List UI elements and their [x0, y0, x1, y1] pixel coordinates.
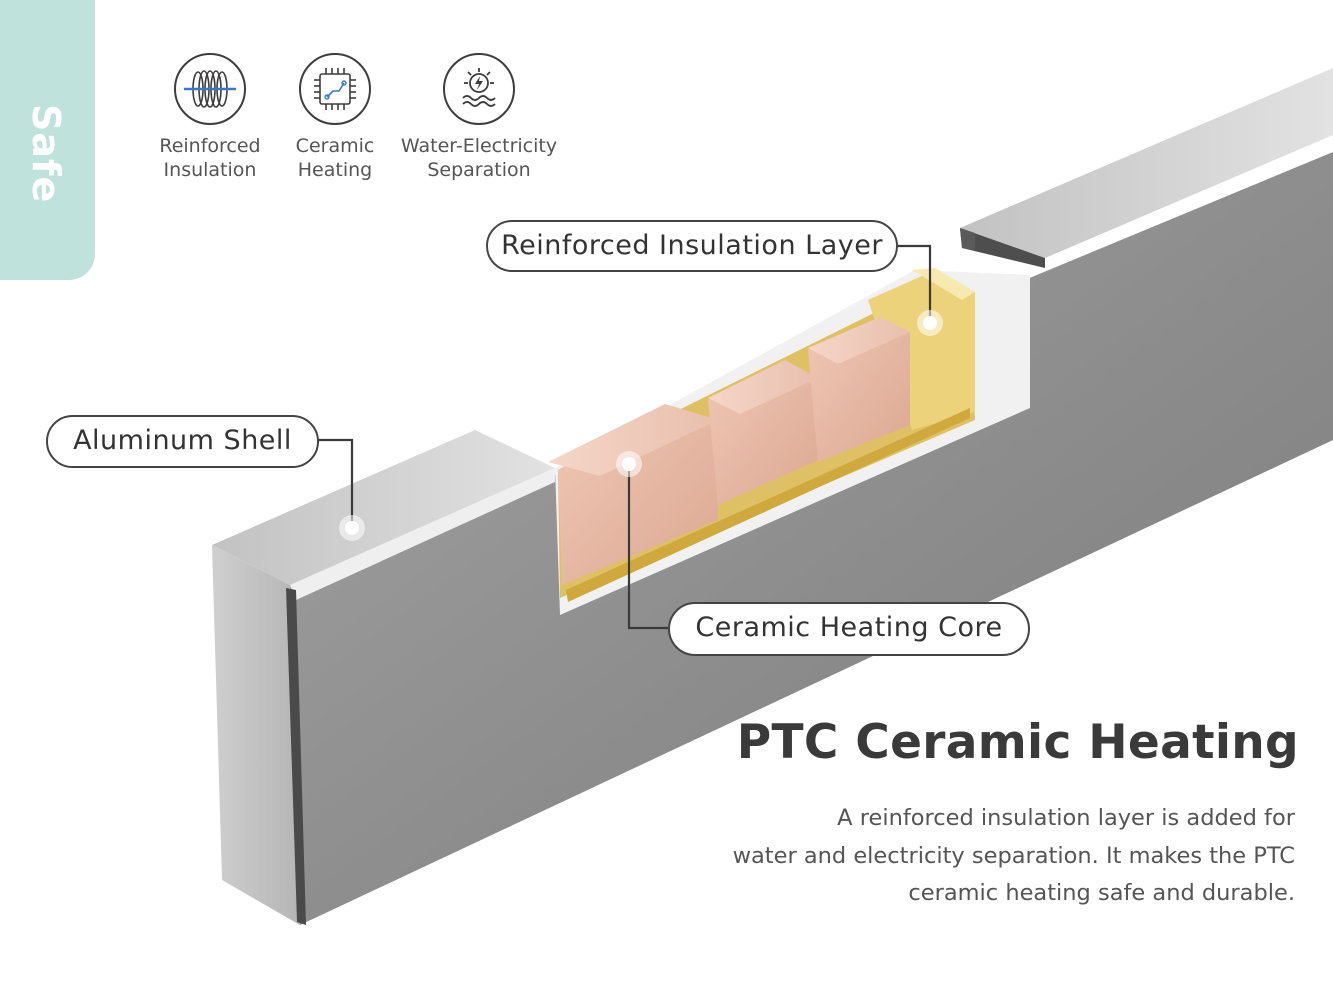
description: A reinforced insulation layer is added f…	[695, 800, 1295, 913]
chip-icon	[299, 53, 371, 125]
feature-water-electricity-separation: Water-Electricity Separation	[396, 53, 562, 182]
feature-label-line2: Separation	[427, 159, 531, 181]
headline: PTC Ceramic Heating	[736, 715, 1299, 770]
callout-insulation-layer: Reinforced Insulation Layer	[486, 220, 898, 272]
marker-shell	[339, 515, 365, 541]
feature-label-line2: Insulation	[163, 159, 257, 181]
description-line2: water and electricity separation. It mak…	[732, 842, 1295, 869]
feature-label-line1: Reinforced	[159, 135, 261, 157]
feature-label-line1: Ceramic	[295, 135, 375, 157]
side-tab-label: Safe	[24, 104, 68, 204]
side-tab: Safe	[0, 0, 95, 280]
feature-label-line1: Water-Electricity	[400, 135, 558, 157]
marker-insulation	[917, 310, 943, 336]
feature-reinforced-insulation: Reinforced Insulation	[150, 53, 270, 182]
aluminum-shell	[212, 68, 1333, 925]
marker-core	[616, 451, 642, 477]
water-bolt-icon	[443, 53, 515, 125]
callout-aluminum-shell: Aluminum Shell	[46, 415, 319, 468]
description-line1: A reinforced insulation layer is added f…	[837, 805, 1295, 831]
feature-label-line2: Heating	[297, 159, 373, 181]
description-line3: ceramic heating safe and durable.	[908, 880, 1295, 906]
callout-ceramic-core: Ceramic Heating Core	[668, 602, 1030, 656]
ceramic-heating-core	[548, 317, 910, 585]
coil-icon	[174, 53, 246, 125]
insulation-layer	[868, 270, 975, 430]
feature-ceramic-heating: Ceramic Heating	[285, 53, 385, 182]
